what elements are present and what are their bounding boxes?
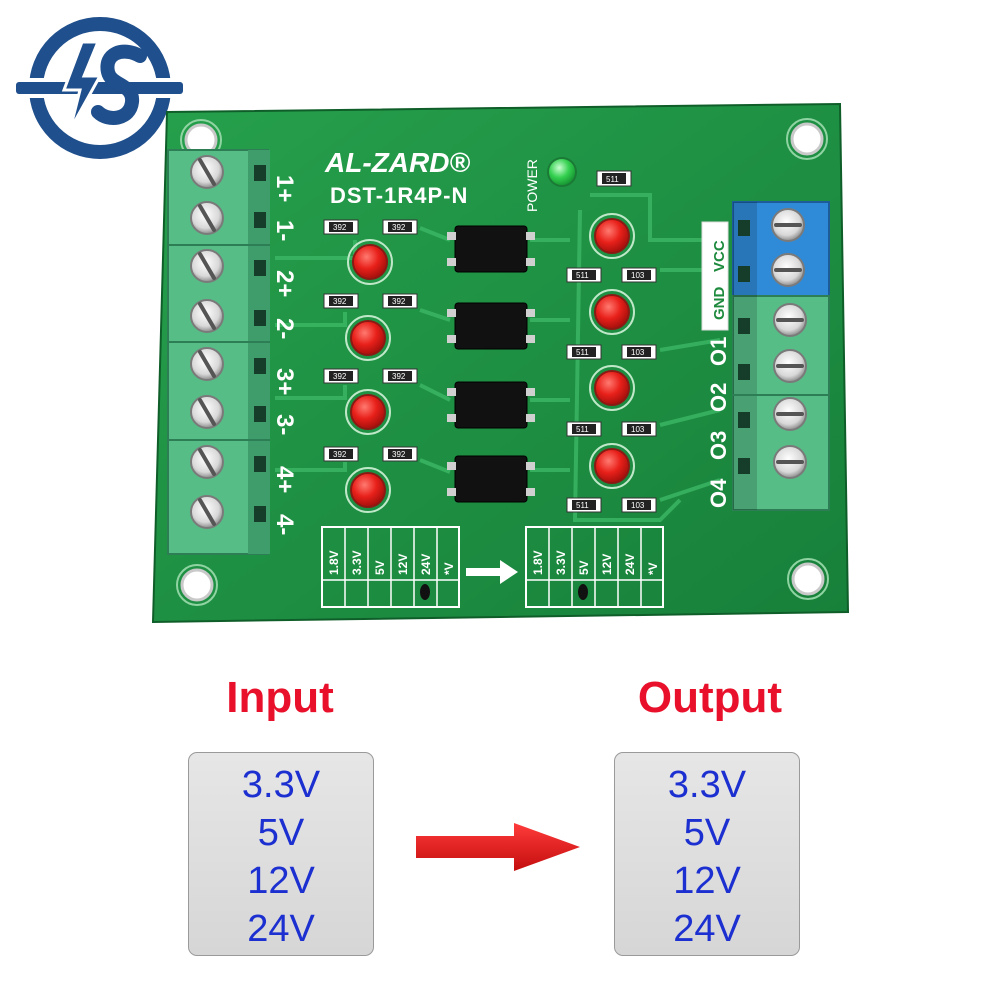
board-label: 392 [333,223,347,232]
board-label: 1.8V [327,550,341,575]
resistor: 511 [566,421,602,437]
resistor: 392 [382,293,418,309]
resistor: 511 [566,267,602,283]
resistor: 511 [566,497,602,513]
board-label: 392 [392,223,406,232]
board-label: 511 [576,425,589,434]
input-heading: Input [226,673,334,722]
output-voltage: 12V [673,860,741,902]
board-label: 103 [631,348,645,357]
board-label: *V [442,562,456,575]
board-label: 392 [333,450,347,459]
board-label: 103 [631,271,645,280]
jumper-arrow [466,560,518,584]
resistor: 392 [382,219,418,235]
resistor: 103 [621,344,657,360]
power-label: POWER [524,159,540,212]
input-jumper-table: 1.8V 3.3V 5V 12V 24V *V [321,526,460,608]
board-brand: AL-ZARD® [324,147,470,178]
output-terminal-block [732,201,830,511]
terminal-label: 2- [271,318,298,339]
resistor: 511 [596,170,632,187]
output-terminal-label: O2 [706,383,731,412]
output-led [594,218,630,484]
output-terminal-label: VCC [711,240,728,272]
output-voltage: 5V [683,812,731,854]
board-label: 24V [623,554,637,575]
resistor: 511 [566,344,602,360]
terminal-label: 1- [271,220,298,241]
resistor: 103 [621,421,657,437]
power-led [547,157,577,187]
output-terminal-label: O1 [706,337,731,366]
terminal-label: 3- [271,414,298,435]
board-label: 5V [577,560,591,575]
output-voltage-box: 3.3V 5V 12V 24V [614,752,800,956]
input-terminal-block [167,149,270,555]
mounting-hole [180,122,825,602]
terminal-label: 1+ [271,175,298,202]
terminal-label: 2+ [271,270,298,297]
resistor: 103 [621,497,657,513]
resistor: 103 [621,267,657,283]
board-label: *V [646,562,660,575]
optocoupler [454,225,528,503]
input-voltage: 3.3V [241,764,321,806]
board-label: 511 [606,175,619,184]
board-label: 3.3V [350,550,364,575]
board-label: 103 [631,501,645,510]
board-label: 392 [392,297,406,306]
output-voltage: 24V [673,908,741,950]
input-voltage: 5V [257,812,305,854]
board-label: 511 [576,501,589,510]
arrow-right-icon [416,823,580,871]
board-label: 392 [392,372,406,381]
board-label: 392 [333,372,347,381]
board-label: 103 [631,425,645,434]
board-label: 511 [576,271,589,280]
board-label: 24V [419,554,433,575]
output-terminal-label: O3 [706,431,731,460]
terminal-label: 4+ [271,466,298,493]
board-label: 12V [396,554,410,575]
resistor: 392 [382,368,418,384]
output-jumper-table: 1.8V 3.3V 5V 12V 24V *V [525,526,664,608]
input-voltage-box: 3.3V 5V 12V 24V [188,752,374,956]
resistor: 392 [323,446,359,462]
board-label: 3.3V [554,550,568,575]
input-voltage: 24V [247,908,315,950]
board-label: 392 [333,297,347,306]
resistor: 392 [323,368,359,384]
input-voltage: 12V [247,860,315,902]
output-heading: Output [637,673,783,722]
output-voltage: 3.3V [667,764,747,806]
resistor: 392 [382,446,418,462]
terminal-label: 3+ [271,368,298,395]
board-label: 12V [600,554,614,575]
is-logo-icon [12,17,187,159]
board-label: 392 [392,450,406,459]
board-label: 1.8V [531,550,545,575]
resistor: 392 [323,219,359,235]
board-label: 511 [576,348,589,357]
output-terminal-label: GND [711,287,728,321]
terminal-label: 4- [271,514,298,535]
board-model: DST-1R4P-N [330,183,468,208]
board-label: 5V [373,560,387,575]
resistor: 392 [323,293,359,309]
input-led [350,244,388,508]
pcb-board: 1+ 1- 2+ 2- 3+ 3- 4+ 4- AL-ZARD® DST-1R4… [151,102,850,624]
output-terminal-label: O4 [706,478,731,508]
